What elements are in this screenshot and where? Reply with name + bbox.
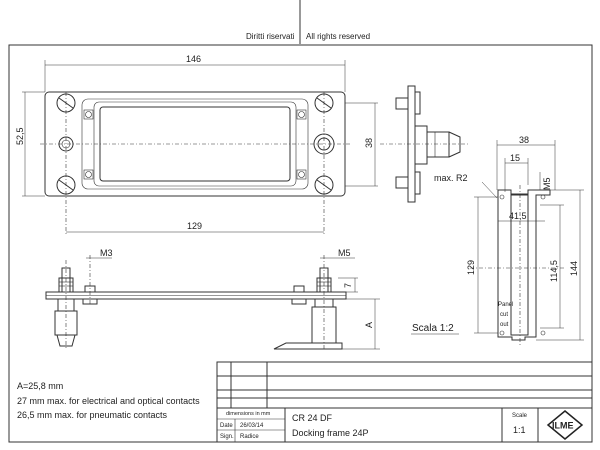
panel-cutout-outline [497,189,551,341]
drawing-code: CR 24 DF [292,413,333,423]
panel-label-1: Panel [498,302,513,308]
cutout-dim-114-5: 114,5 [549,260,559,282]
side-dim-a: A [364,322,374,328]
note-electrical: 27 mm max. for electrical and optical co… [17,396,200,406]
cutout-view: 38 15 M5 max. R2 41,5 129 114 [434,135,584,345]
logo-text: ILME [552,421,574,431]
side-profile-view [380,85,470,203]
scale-note: Scala 1:2 [412,323,454,334]
ilme-logo-icon: ILME [546,410,584,440]
lower-side-view: M3 M5 7 A [45,248,380,350]
cutout-dim-m5: M5 [542,177,552,190]
cutout-dim-41-5: 41,5 [509,211,527,221]
date-label: Date [220,423,233,429]
side-dim-m5: M5 [338,248,351,258]
dim-inner: 38 [364,138,374,148]
cutout-dim-144: 144 [569,261,579,276]
radius-note: max. R2 [434,173,468,183]
rights-it: Diritti riservati [246,32,295,41]
note-pneumatic: 26,5 mm max. for pneumatic contacts [17,410,168,420]
notes: A=25,8 mm 27 mm max. for electrical and … [17,381,200,420]
mounting-hole-icon [83,109,307,180]
date-value: 26/03/14 [240,423,264,429]
sign-value: Radice [240,434,259,440]
header: Diritti riservati All rights reserved [246,0,370,44]
drawing-border [8,44,593,443]
units-label: dimensions in mm [226,411,271,417]
title-block: dimensions in mm Date 26/03/14 Sign. Rad… [216,361,593,443]
scale-label: Scale [512,413,528,419]
note-a-value: A=25,8 mm [17,381,63,391]
scale-value: 1:1 [513,425,526,435]
side-dim-m3: M3 [100,248,113,258]
frame-outer [44,91,346,197]
cutout-dim-15: 15 [510,153,520,163]
dim-width: 146 [186,54,201,64]
panel-label-3: out [500,322,509,328]
dim-hole-spacing: 129 [187,221,202,231]
dim-height: 52,5 [15,127,25,145]
panel-label-2: cut [500,312,508,318]
cutout-dim-129: 129 [466,260,476,275]
sign-label: Sign. [220,434,234,440]
front-view: 146 52,5 38 [15,54,378,235]
cutout-dim-38: 38 [519,135,529,145]
rights-en: All rights reserved [306,32,370,41]
drawing-description: Docking frame 24P [292,428,369,438]
side-dim-7: 7 [343,283,353,288]
